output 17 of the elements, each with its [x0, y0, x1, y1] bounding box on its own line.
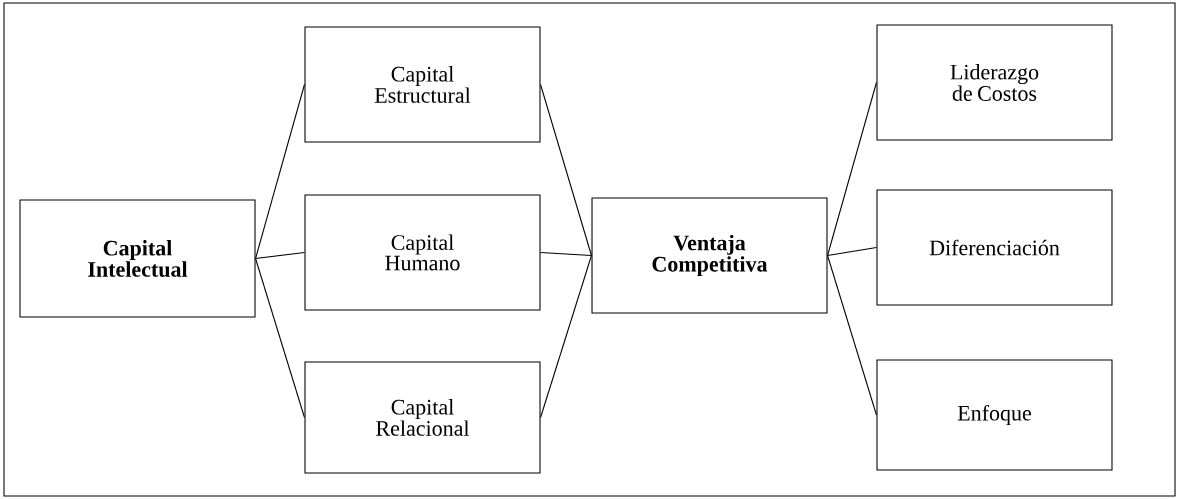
connector-line [255, 251, 305, 260]
strategy-box: Diferenciación [876, 189, 1113, 306]
connector-line [540, 254, 592, 419]
component-box: Capital Estructural [304, 26, 541, 143]
connector-line [540, 251, 592, 257]
connector-line [827, 254, 877, 416]
concept-box: Ventaja Competitiva [591, 197, 828, 314]
connector-line [540, 83, 592, 257]
strategy-box: Liderazgo de Costos [876, 24, 1113, 141]
connector-line [827, 246, 877, 257]
component-box: Capital Relacional [304, 361, 541, 474]
component-box: Capital Humano [304, 194, 541, 311]
connector-line [255, 83, 305, 260]
concept-box: Capital Intelectual [19, 199, 256, 318]
connector-line [827, 81, 877, 257]
connector-line [255, 257, 305, 419]
strategy-box: Enfoque [876, 359, 1113, 471]
